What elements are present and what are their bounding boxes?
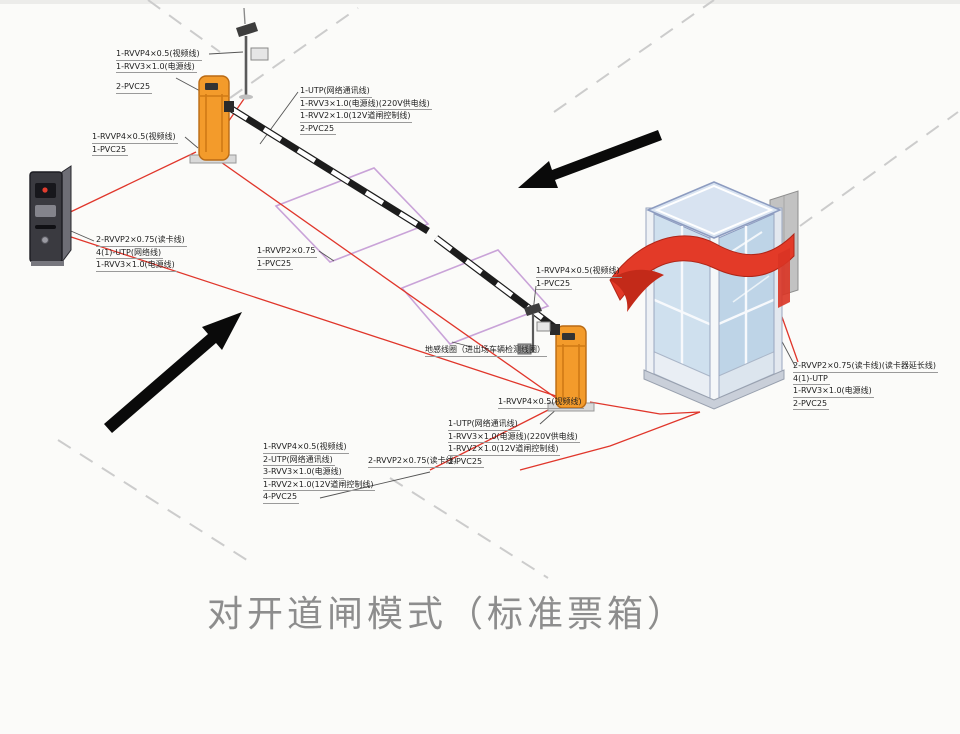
cable-spec: 1-RVV3×1.0(电源线) [116, 61, 197, 74]
guard-booth [609, 181, 799, 410]
cable-spec: 1-RVV3×1.0(电源线)(220V供电线) [300, 98, 432, 111]
arrow-inbound [518, 130, 662, 188]
cable-spec: 1-RVVP4×0.5(视频线) [116, 48, 202, 61]
arrow-outbound [104, 312, 242, 433]
cable-spec: 2-RVVP2×0.75(读卡线) [368, 455, 459, 468]
cable-spec: 1-PVC25 [92, 144, 129, 157]
ticket-dispenser [29, 165, 72, 266]
label-ticket-box-cables: 2-RVVP2×0.75(读卡线) 4(1)-UTP(网络线) 1-RVV3×1… [96, 234, 187, 272]
cable-spec: 1-RVV3×1.0(电源线) [96, 259, 177, 272]
camera-pole-entry [236, 7, 269, 100]
label-booth-right-cables: 2-RVVP2×0.75(读卡线)(读卡器延长线) 4(1)-UTP 1-RVV… [793, 360, 938, 411]
camera-icon [524, 303, 542, 316]
camera-sign-plate [250, 47, 269, 61]
cable-spec: 1-RVVP4×0.5(视频线) [263, 441, 349, 454]
cable-spec: 1-RVVP4×0.5(视频线) [92, 131, 178, 144]
cable-spec: 2-RVVP2×0.75(读卡线) [96, 234, 187, 247]
cable-spec: 2-RVVP2×0.75(读卡线)(读卡器延长线) [793, 360, 938, 373]
label-ground-loop: 地感线圈（进出场车辆检测线圈） [425, 344, 547, 357]
camera-pole-exit [517, 303, 551, 355]
traffic-direction-arrows [104, 130, 662, 433]
cable-spec: 4(1)-UTP(网络线) [96, 247, 164, 260]
label-booth-reader-cable: 2-RVVP2×0.75(读卡线) [368, 455, 459, 468]
label-exit-gate-cables: 1-UTP(网络通讯线) 1-RVV3×1.0(电源线)(220V供电线) 1-… [448, 418, 580, 469]
label-entry-gate-cables: 1-UTP(网络通讯线) 1-RVV3×1.0(电源线)(220V供电线) 1-… [300, 85, 432, 136]
cable-spec: 2-UTP(网络通讯线) [263, 454, 335, 467]
barrier-gate-exit [547, 324, 595, 412]
ground-loop-note: 地感线圈（进出场车辆检测线圈） [425, 344, 547, 357]
cable-spec: 2-PVC25 [116, 81, 153, 94]
cable-spec: 1-PVC25 [257, 258, 294, 271]
barrier-gate-entry [189, 75, 237, 164]
cable-spec: 1-RVVP4×0.5(视频线) [498, 396, 584, 409]
cable-spec: 1-UTP(网络通讯线) [448, 418, 520, 431]
top-edge-shade [0, 0, 960, 4]
cable-spec: 1-PVC25 [536, 278, 573, 291]
label-booth-trunk-cables: 1-RVVP4×0.5(视频线) 2-UTP(网络通讯线) 3-RVV3×1.0… [263, 441, 376, 504]
junction-box [517, 343, 532, 355]
indicator-light [42, 187, 48, 193]
cable-spec: 1-RVV2×1.0(12V道闸控制线) [448, 443, 561, 456]
label-loop-feeder: 1-RVVP2×0.75 1-PVC25 [257, 245, 318, 271]
road-lane-dashes [57, 0, 959, 579]
cable-spec: 2-PVC25 [448, 456, 485, 469]
label-entry-camera-cables: 1-RVVP4×0.5(视频线) 1-RVV3×1.0(电源线) 2-PVC25 [116, 48, 202, 94]
cable-spec: 1-RVVP4×0.5(视频线) [536, 265, 622, 278]
cable-spec: 4-PVC25 [263, 491, 300, 504]
diagram-title: 对开道闸模式（标准票箱） [206, 593, 687, 634]
label-exit-camera-riser: 1-RVVP4×0.5(视频线) [498, 396, 584, 409]
label-exit-camera-cables: 1-RVVP4×0.5(视频线) 1-PVC25 [536, 265, 622, 291]
cable-spec: 1-UTP(网络通讯线) [300, 85, 372, 98]
ticket-slot [35, 225, 56, 229]
cable-spec: 3-RVV3×1.0(电源线) [263, 466, 344, 479]
cable-spec: 1-RVVP2×0.75 [257, 245, 318, 258]
cable-spec: 2-PVC25 [300, 123, 337, 136]
push-button [41, 236, 49, 244]
cable-spec: 4(1)-UTP [793, 373, 830, 386]
booth-canopy [609, 232, 795, 312]
cable-spec: 2-PVC25 [793, 398, 830, 411]
barrier-arms [228, 105, 561, 333]
camera-icon [236, 22, 258, 37]
cable-spec: 1-RVV3×1.0(电源线)(220V供电线) [448, 431, 580, 444]
cable-spec: 1-RVV2×1.0(12V道闸控制线) [263, 479, 376, 492]
reader-panel [35, 205, 56, 217]
cable-spec: 1-RVV3×1.0(电源线) [793, 385, 874, 398]
camera-sign-plate [536, 321, 551, 332]
leader-lines [63, 51, 796, 499]
label-entry-camera-riser: 1-RVVP4×0.5(视频线) 1-PVC25 [92, 131, 178, 157]
cable-spec: 1-RVV2×1.0(12V道闸控制线) [300, 110, 413, 123]
